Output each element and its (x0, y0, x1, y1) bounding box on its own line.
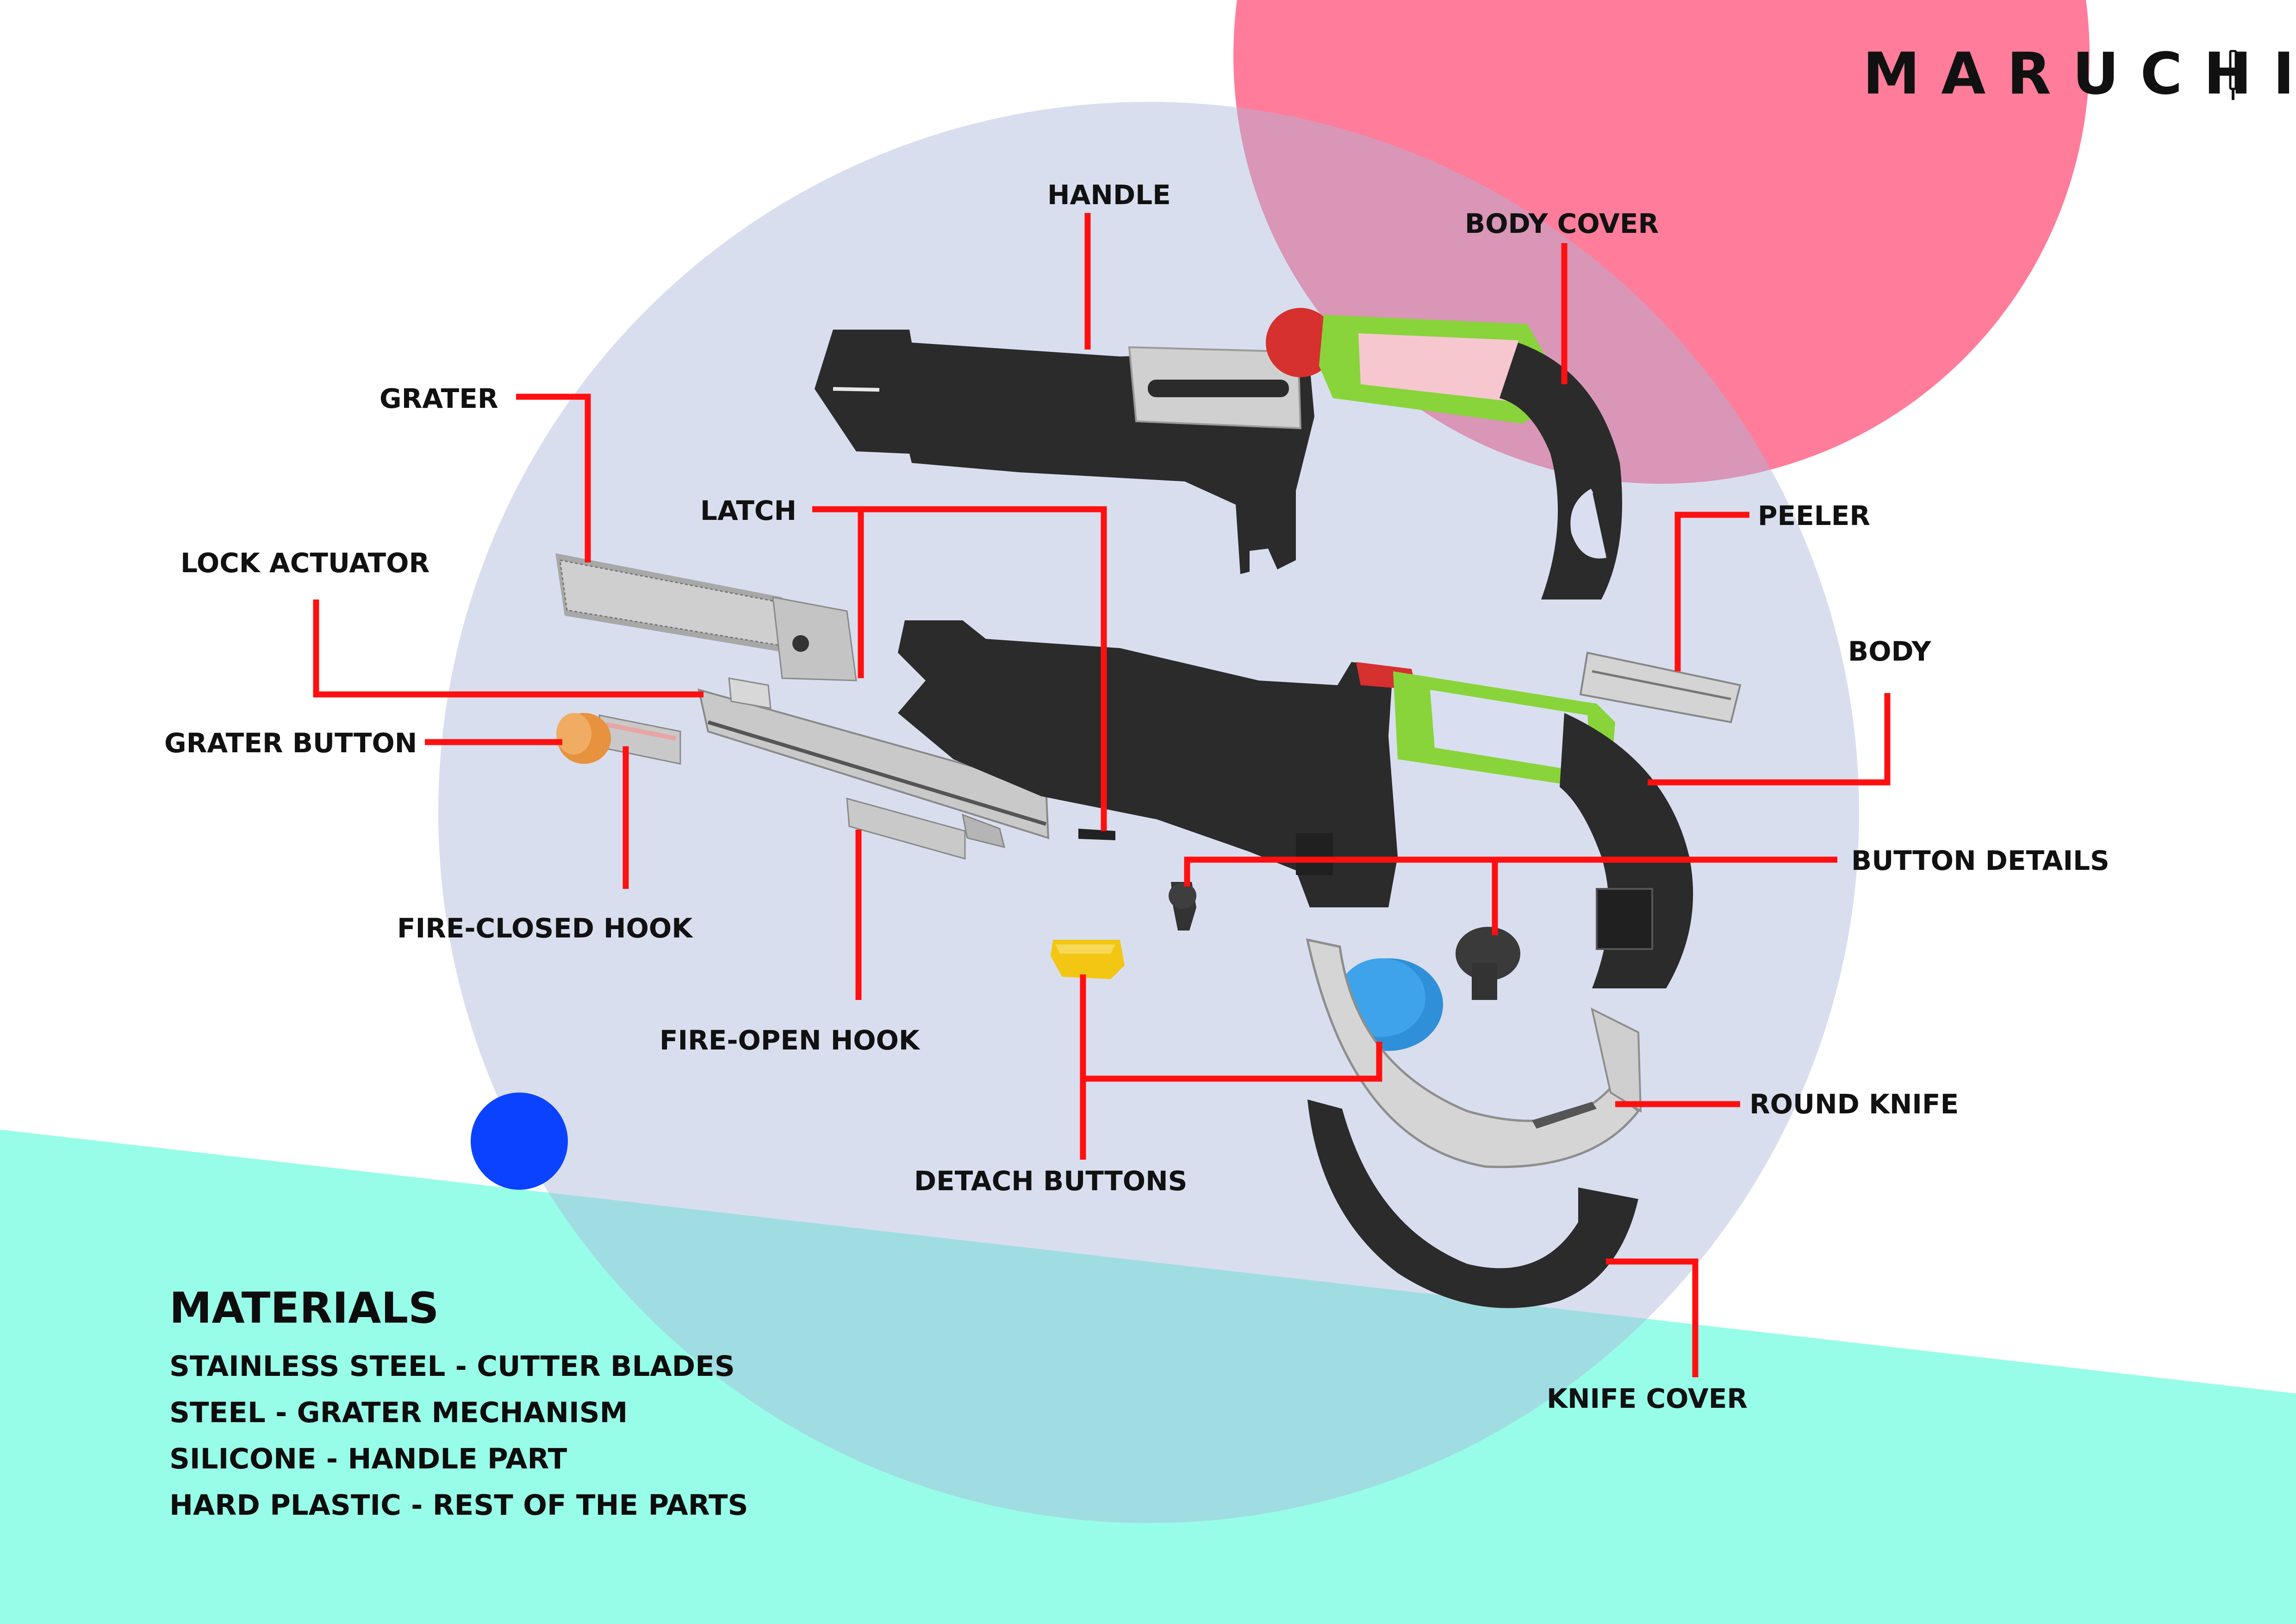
label-detach-buttons: DETACH BUTTONS (914, 1165, 1188, 1197)
leader-lines (313, 213, 1891, 1377)
leader-detach-buttons (1080, 974, 1382, 1160)
handle-part (815, 330, 1314, 574)
materials-title: MATERIALS (169, 1283, 439, 1333)
leader-grater (516, 394, 591, 562)
material-item: SILICONE - HANDLE PART (169, 1443, 567, 1475)
material-item: STEEL - GRATER MECHANISM (169, 1396, 628, 1429)
latch-part (1078, 829, 1115, 840)
materials-section: MATERIALS STAINLESS STEEL - CUTTER BLADE… (169, 1287, 748, 1529)
label-peeler: PEELER (1758, 500, 1870, 531)
label-body-cover: BODY COVER (1465, 208, 1659, 239)
leader-latch (812, 506, 1107, 831)
leader-peeler (1674, 512, 1749, 671)
round-knife-part (1306, 938, 1642, 1168)
label-body: BODY (1848, 636, 1931, 667)
body-part (898, 620, 1693, 988)
material-item: STAINLESS STEEL - CUTTER BLADES (169, 1350, 735, 1383)
label-round-knife: ROUND KNIFE (1749, 1088, 1959, 1120)
button-details-part (1169, 882, 1520, 1000)
label-fire-open-hook: FIRE-OPEN HOOK (660, 1024, 920, 1056)
body-cover-part (1266, 308, 1622, 600)
leader-lock-actuator (313, 600, 703, 698)
label-lock-actuator: LOCK ACTUATOR (180, 547, 430, 579)
background-teal-band (0, 1130, 2296, 1624)
leader-knife-cover (1606, 1258, 1699, 1377)
material-item: HARD PLASTIC - REST OF THE PARTS (169, 1489, 748, 1522)
lock-actuator-part (697, 677, 1050, 849)
grater-button-part (556, 713, 611, 764)
label-knife-cover: KNIFE COVER (1547, 1383, 1748, 1414)
leader-body (1648, 693, 1891, 786)
label-button-details: BUTTON DETAILS (1851, 845, 2109, 876)
brand-logo: MARUCHI (1863, 41, 2296, 107)
label-fire-closed-hook: FIRE-CLOSED HOOK (397, 912, 693, 944)
fire-open-hook-part (846, 797, 966, 860)
label-handle: HANDLE (1047, 179, 1171, 211)
knife-icon (2229, 50, 2237, 100)
knife-cover-part (1307, 1099, 1638, 1308)
grater-part (555, 553, 857, 681)
label-grater-button: GRATER BUTTON (164, 727, 417, 759)
label-latch: LATCH (700, 495, 797, 526)
label-grater: GRATER (380, 383, 498, 414)
peeler-part (1579, 651, 1742, 724)
leader-button-details (1184, 856, 1837, 935)
blue-dot (471, 1093, 568, 1190)
